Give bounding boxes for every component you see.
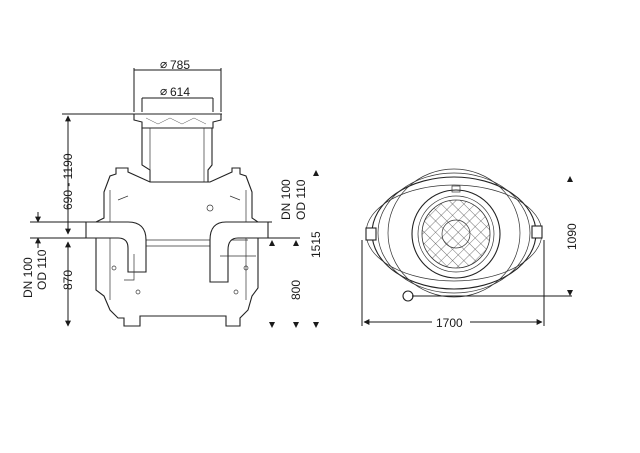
right-lug [531,225,543,239]
inner-diameter-label: 614 [170,85,190,99]
manhole-cover [133,113,222,129]
outlet-height-label: 800 [289,280,303,300]
side-view: ⌀ 785 ⌀ 614 [21,57,323,328]
inner-diameter-symbol: ⌀ [160,84,167,98]
outlet-stub [402,290,414,302]
diameter-dimension-lines [133,68,222,112]
inlet-dn-label: DN 100 [21,257,35,298]
total-height-label: 1515 [309,231,323,258]
inlet-height-label: 870 [61,270,75,290]
tank-length-label: 1700 [436,316,463,330]
outlet-od-label: OD 110 [294,179,308,220]
left-lug [365,227,377,241]
outer-diameter-symbol: ⌀ [160,57,167,71]
inlet-pipe [85,221,147,273]
top-view: 1700 1090 [361,168,579,330]
dimension-arrow-markers [269,170,319,328]
cover-height-label: 690 - 1190 [61,153,75,210]
cover-grid [421,199,491,269]
tank-body [95,167,259,327]
tank-width-label: 1090 [565,223,579,250]
outlet-dn-label: DN 100 [279,179,293,220]
outlet-pipe [209,221,269,283]
inlet-od-label: OD 110 [35,249,49,290]
manhole-shaft [141,127,213,187]
outer-diameter-label: 785 [170,58,190,72]
